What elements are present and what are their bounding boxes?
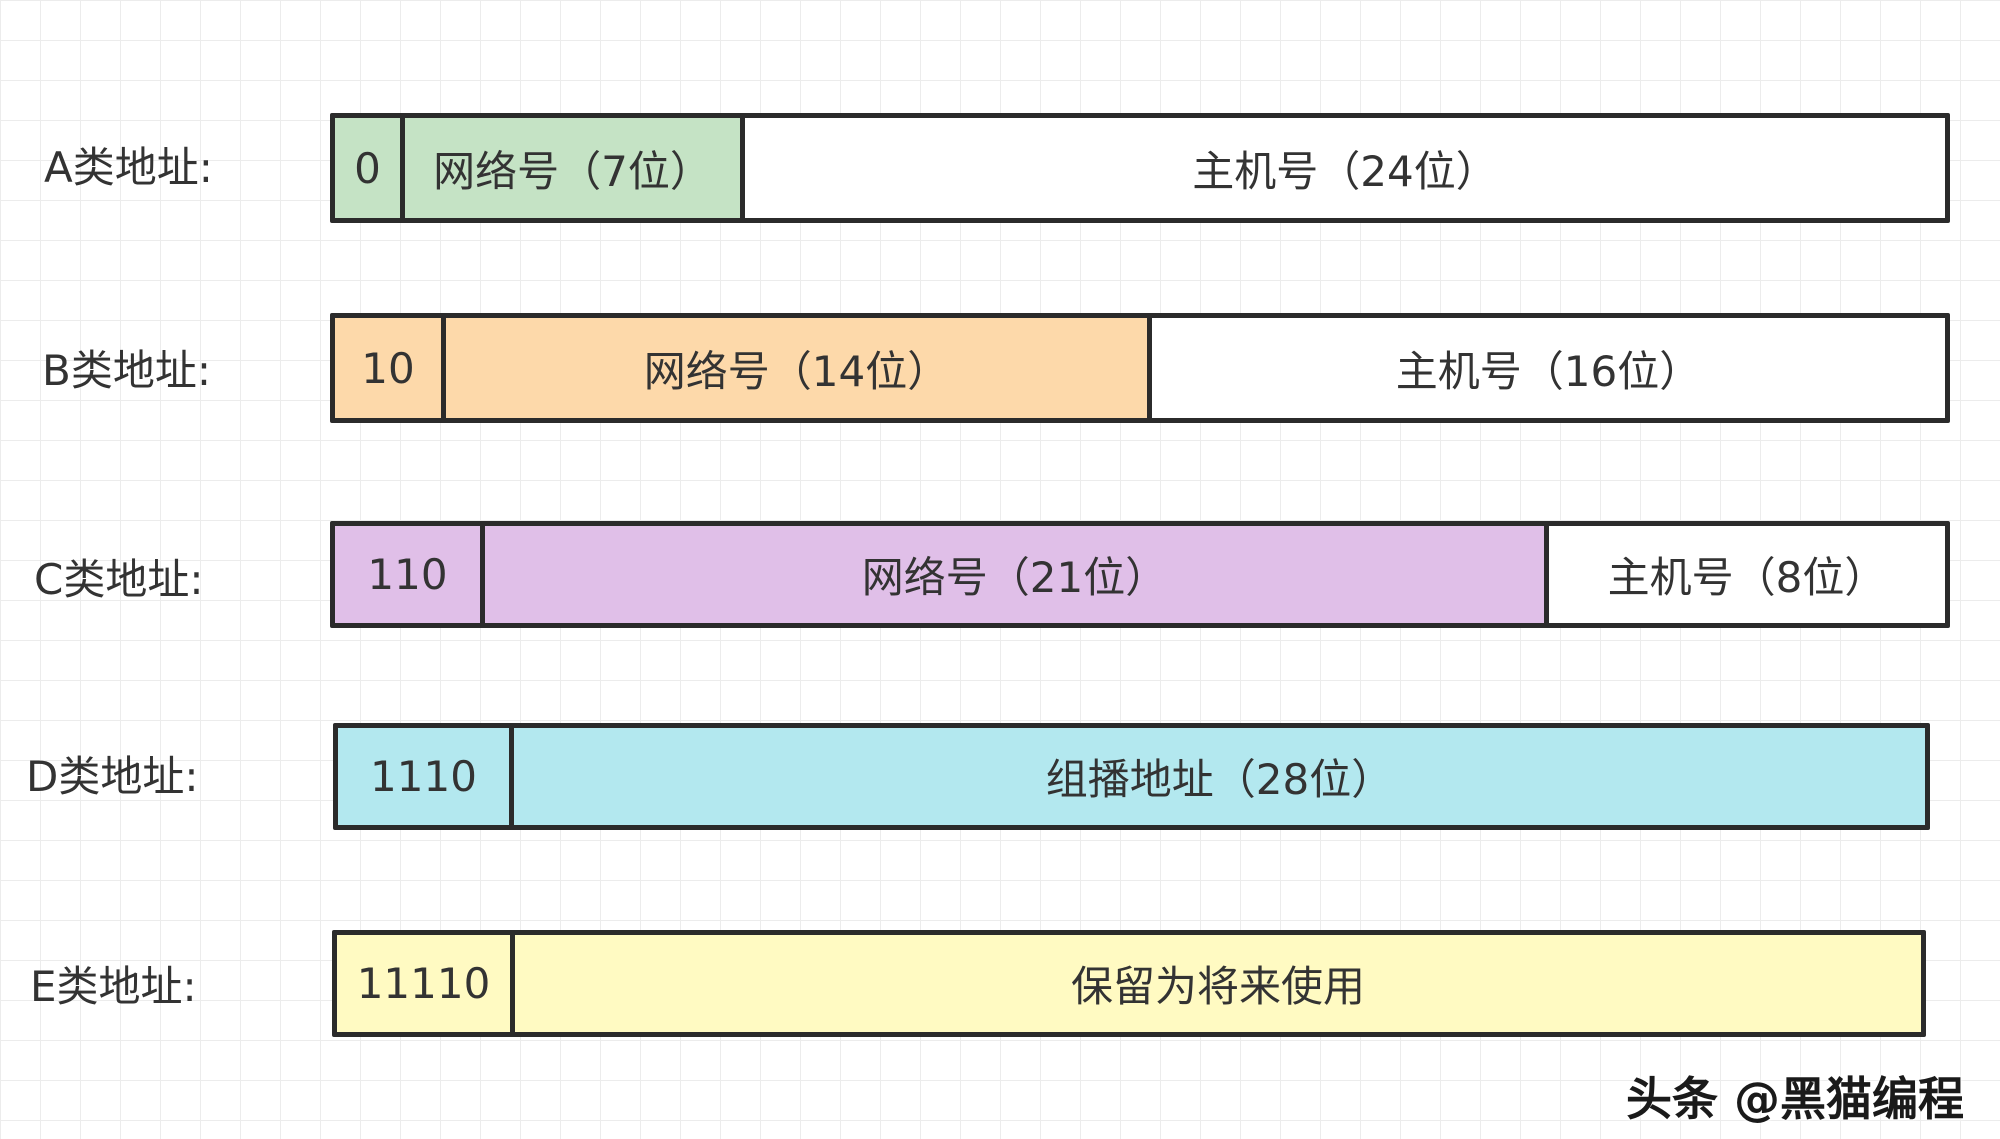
class-c-host: 主机号（8位） <box>1549 526 1945 623</box>
class-a-host: 主机号（24位） <box>745 118 1945 218</box>
class-c-prefix: 110 <box>335 526 485 623</box>
row-label-class-a: A类地址: <box>44 143 213 192</box>
class-b-network: 网络号（14位） <box>446 318 1152 418</box>
class-d-multicast: 组播地址（28位） <box>514 728 1925 825</box>
class-a-bar: 0 网络号（7位） 主机号（24位） <box>330 113 1950 223</box>
class-e-reserved: 保留为将来使用 <box>515 935 1921 1032</box>
class-d-prefix: 1110 <box>338 728 514 825</box>
class-b-prefix: 10 <box>335 318 446 418</box>
class-e-bar: 11110 保留为将来使用 <box>332 930 1926 1037</box>
row-label-class-c: C类地址: <box>34 555 204 604</box>
class-a-prefix: 0 <box>335 118 405 218</box>
class-b-host: 主机号（16位） <box>1152 318 1945 418</box>
row-label-class-e: E类地址: <box>30 962 197 1011</box>
class-b-bar: 10 网络号（14位） 主机号（16位） <box>330 313 1950 423</box>
row-label-class-b: B类地址: <box>42 346 211 395</box>
class-c-network: 网络号（21位） <box>485 526 1549 623</box>
class-a-network: 网络号（7位） <box>405 118 745 218</box>
class-c-bar: 110 网络号（21位） 主机号（8位） <box>330 521 1950 628</box>
row-label-class-d: D类地址: <box>26 752 199 801</box>
watermark: 头条 @黑猫编程 <box>1625 1072 1964 1126</box>
class-e-prefix: 11110 <box>337 935 515 1032</box>
class-d-bar: 1110 组播地址（28位） <box>333 723 1930 830</box>
